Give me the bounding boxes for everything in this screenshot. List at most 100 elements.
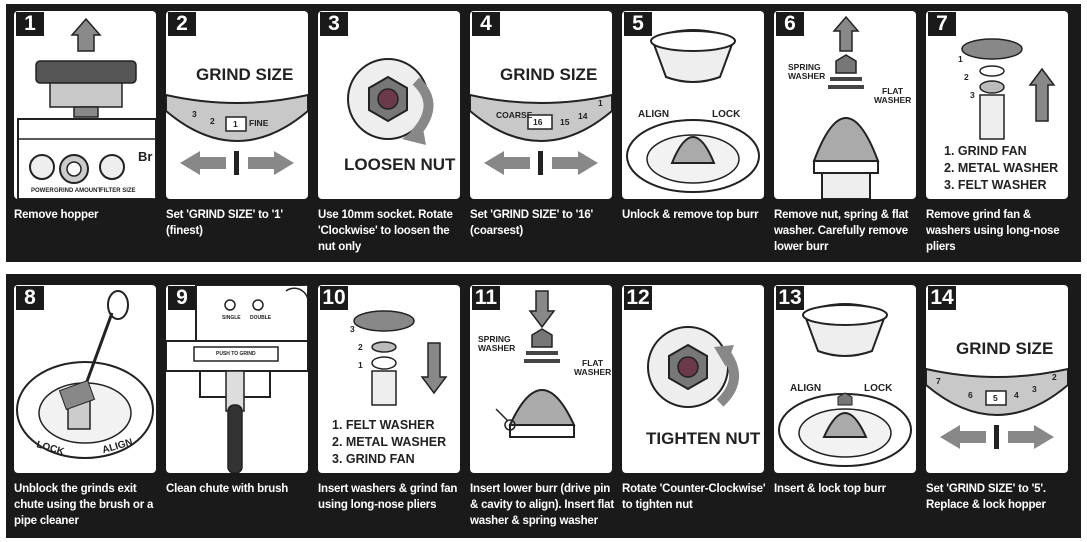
flat-washer-label: WASHER [574, 367, 612, 377]
dial-mark: 6 [968, 390, 973, 400]
step-5-illustration: ALIGN LOCK [622, 11, 764, 199]
tighten-nut-diagram [647, 326, 740, 408]
power-label: POWER [31, 188, 54, 194]
marker-3: 3 [350, 324, 355, 334]
step-number: 13 [776, 286, 804, 310]
single-label: SINGLE [222, 315, 241, 321]
align-label: ALIGN [638, 109, 670, 120]
step-12-illustration: TIGHTEN NUT [622, 285, 764, 473]
step-caption: Remove nut, spring & flat washer. Carefu… [774, 209, 909, 253]
lock-label: LOCK [712, 109, 741, 120]
loosen-nut-diagram [347, 58, 434, 145]
step-number: 8 [16, 286, 44, 310]
step-number: 4 [472, 12, 500, 36]
flat-washer-label: FLAT [582, 358, 604, 368]
lower-burr-removal-diagram [812, 15, 880, 199]
lock-top-burr-diagram [778, 303, 912, 467]
part-list-item: 1. FELT WASHER [332, 418, 435, 432]
flat-washer-label: FLAT [882, 86, 904, 96]
marker-1: 1 [358, 360, 363, 370]
dial-mark: 4 [1014, 390, 1019, 400]
flat-washer-label: WASHER [874, 95, 912, 105]
step-number: 14 [928, 286, 956, 310]
step-caption: Unlock & remove top burr [622, 209, 759, 221]
push-to-grind-label: PUSH TO GRIND [216, 351, 256, 357]
step-11-illustration: SPRING WASHER FLAT WASHER [470, 285, 612, 473]
step-number: 11 [472, 286, 500, 310]
step-caption: Rotate 'Counter-Clockwise' to tighten nu… [622, 483, 766, 511]
dial-mark: 3 [1032, 384, 1037, 394]
clean-chute-diagram [166, 285, 308, 473]
dial-mark: 7 [936, 376, 941, 386]
grind-size-title: GRIND SIZE [500, 65, 598, 84]
step-3-illustration: LOOSEN NUT [318, 11, 460, 199]
step-number: 5 [624, 12, 652, 36]
step-10-illustration: 3 2 1 1. FELT WASHER 2. METAL WASHER 3. … [318, 285, 460, 473]
step-number: 6 [776, 12, 804, 36]
part-list-item: 2. METAL WASHER [944, 161, 1059, 175]
step-number: 12 [624, 286, 652, 310]
dial-value: 1 [233, 119, 238, 129]
grind-size-title: GRIND SIZE [196, 65, 294, 84]
part-list-item: 2. METAL WASHER [332, 435, 447, 449]
dial-mark: 1 [598, 98, 603, 108]
tighten-nut-label: TIGHTEN NUT [646, 429, 761, 448]
dial-mark: 2 [210, 116, 215, 126]
step-14-illustration: GRIND SIZE 7 6 5 4 3 2 [926, 285, 1068, 473]
double-label: DOUBLE [250, 315, 272, 321]
insert-lower-burr-diagram [495, 290, 576, 438]
unblock-chute-diagram [16, 290, 154, 459]
lock-label: LOCK [864, 383, 893, 394]
step-caption: Remove grind fan & washers using long-no… [926, 209, 1060, 253]
step-8-illustration: LOCK ALIGN [14, 285, 156, 473]
step-1-illustration: Br POWER GRIND AMOUNT FILTER SIZE [14, 11, 156, 199]
grind-size-title: GRIND SIZE [956, 339, 1054, 358]
dial-mark: 3 [192, 109, 197, 119]
dial-mark: 15 [560, 117, 570, 127]
part-list-item: 3. FELT WASHER [944, 178, 1047, 192]
top-burr-diagram [626, 29, 760, 193]
step-number: 10 [320, 286, 348, 310]
step-number: 9 [168, 286, 196, 310]
step-caption: Unblock the grinds exit chute using the … [14, 483, 154, 527]
marker-2: 2 [964, 72, 969, 82]
step-caption: Remove hopper [14, 209, 99, 221]
step-2-illustration: GRIND SIZE 3 2 1 FINE [166, 11, 308, 199]
step-number: 3 [320, 12, 348, 36]
spring-washer-label: WASHER [788, 71, 826, 81]
spring-washer-label: SPRING [478, 334, 511, 344]
spring-washer-label: SPRING [788, 62, 821, 72]
step-9-illustration: SINGLE DOUBLE PUSH TO GRIND [166, 285, 308, 473]
step-caption: Set 'GRIND SIZE' to '16' (coarsest) [470, 209, 594, 237]
spring-washer-label: WASHER [478, 343, 516, 353]
marker-1: 1 [958, 54, 963, 64]
loosen-nut-label: LOOSEN NUT [344, 155, 456, 174]
step-13-illustration: ALIGN LOCK [774, 285, 916, 473]
step-caption: Insert & lock top burr [774, 483, 886, 495]
step-caption: Use 10mm socket. Rotate 'Clockwise' to l… [318, 209, 453, 253]
part-list-item: 1. GRIND FAN [944, 144, 1027, 158]
dial-mark: 2 [1052, 372, 1057, 382]
brand-label: Br [138, 149, 153, 164]
marker-2: 2 [358, 342, 363, 352]
step-4-illustration: GRIND SIZE COARSE 16 15 14 1 [470, 11, 612, 199]
step-caption: Insert lower burr (drive pin & cavity to… [470, 483, 614, 527]
dial-value: 5 [993, 393, 998, 403]
filter-size-label: FILTER SIZE [100, 188, 136, 194]
dial-coarse-label: COARSE [496, 110, 533, 120]
marker-3: 3 [970, 90, 975, 100]
step-7-illustration: 1 2 3 1. GRIND FAN 2. METAL WASHER 3. FE… [926, 11, 1068, 199]
remove-grind-fan-diagram [961, 38, 1056, 140]
dial-mark: 14 [578, 111, 588, 121]
step-number: 2 [168, 12, 196, 36]
grind-dial-diagram [470, 93, 612, 175]
grind-dial-diagram [166, 93, 308, 175]
grind-amount-label: GRIND AMOUNT [54, 188, 102, 194]
step-caption: Set 'GRIND SIZE' to '5'. Replace & lock … [926, 483, 1046, 511]
dial-value: 16 [533, 117, 543, 127]
step-6-illustration: SPRING WASHER FLAT WASHER [774, 11, 916, 199]
step-caption: Insert washers & grind fan using long-no… [318, 483, 458, 511]
dial-fine-label: FINE [249, 118, 269, 128]
part-list-item: 3. GRIND FAN [332, 452, 415, 466]
remove-hopper-diagram [17, 17, 156, 199]
